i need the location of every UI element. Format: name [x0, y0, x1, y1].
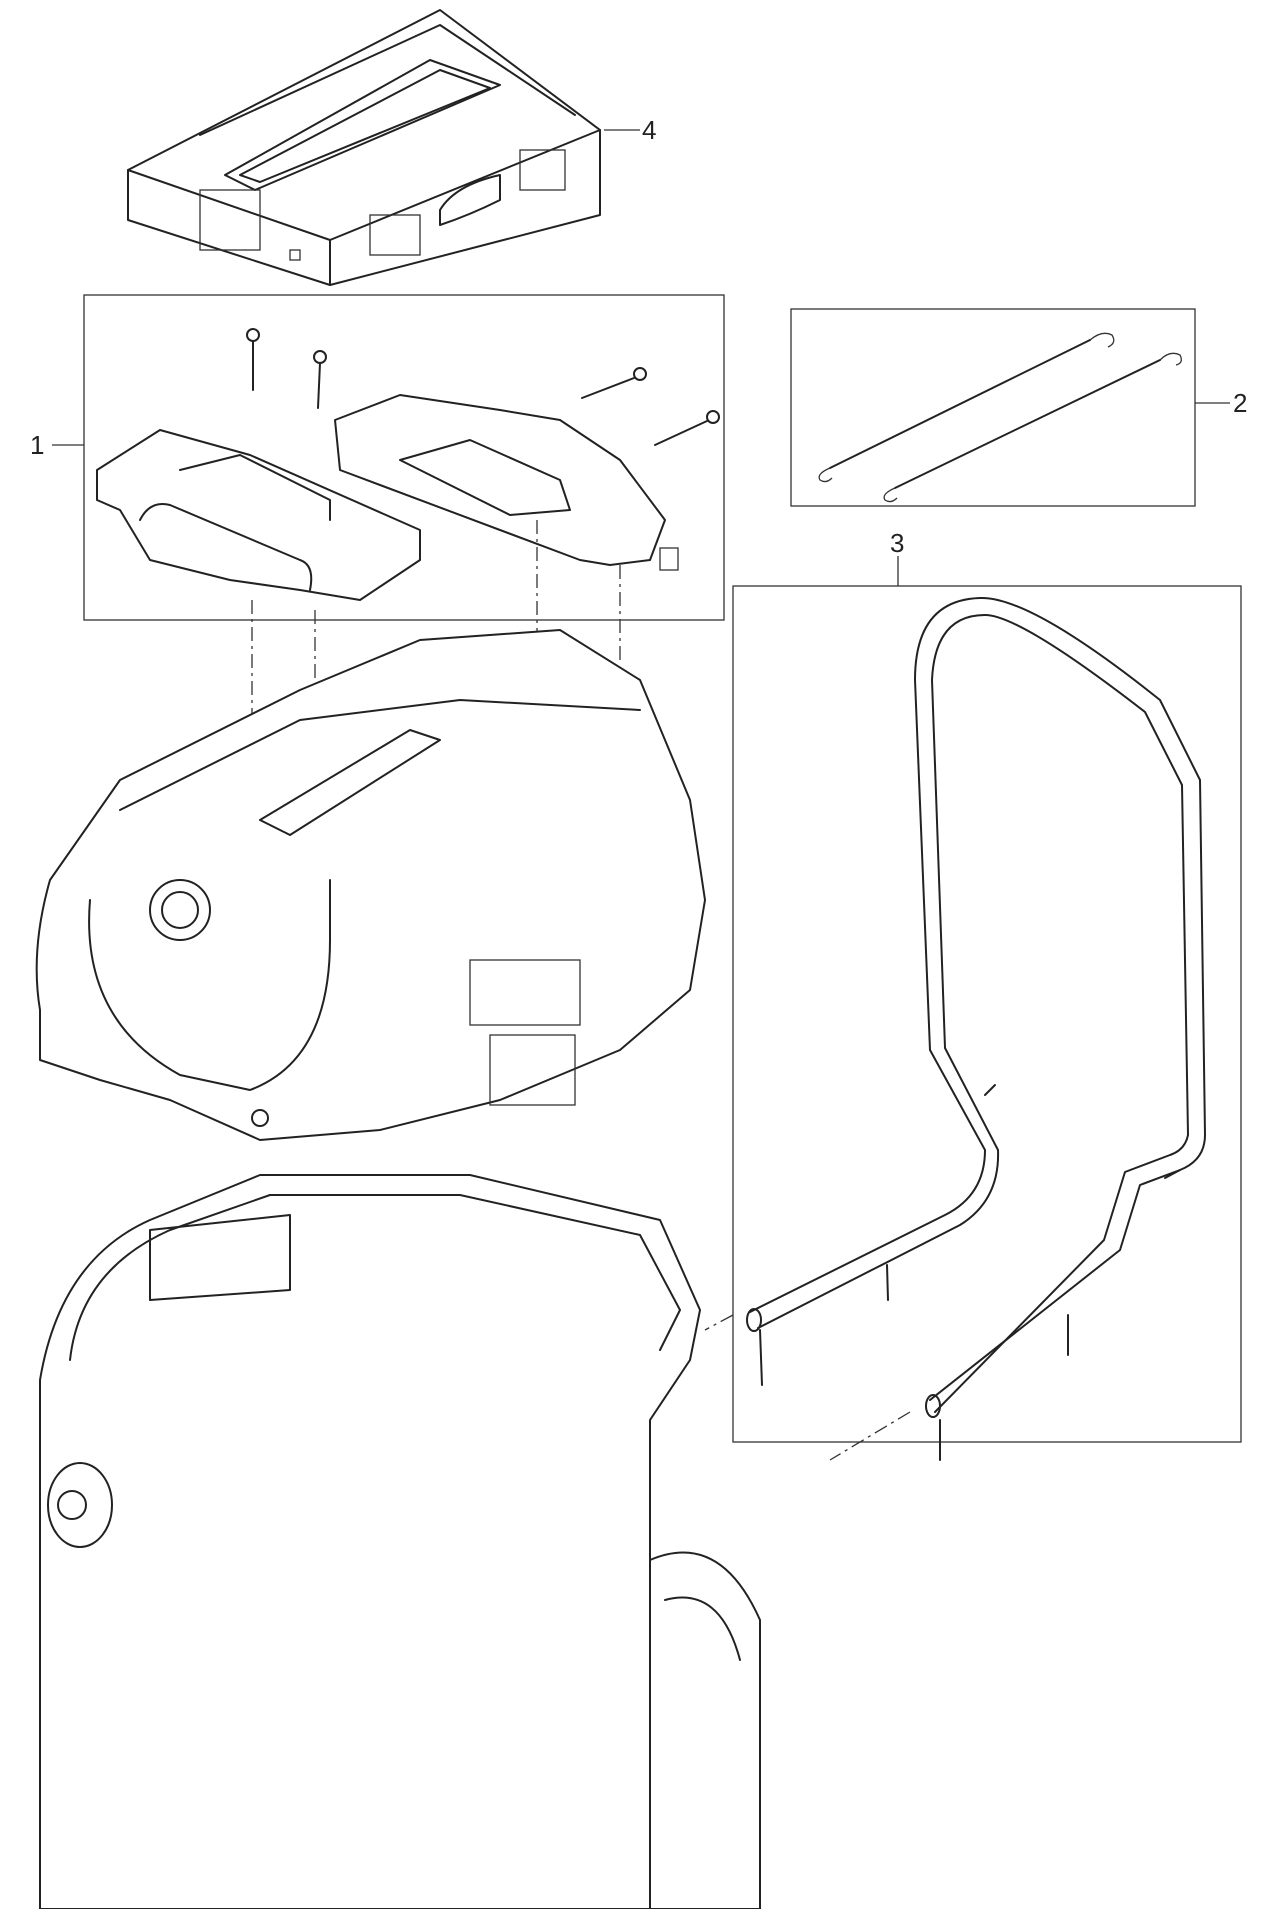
- vacuum-tank[interactable]: [39, 1174, 761, 1909]
- push-handle[interactable]: [746, 596, 1206, 1461]
- alignment-line: [704, 1314, 734, 1331]
- screw: [759, 1084, 1181, 1461]
- storage-case-part-4[interactable]: [127, 9, 601, 286]
- bungee-cords[interactable]: [818, 332, 1182, 503]
- kit-box-part-2: [790, 308, 1196, 507]
- screw: [246, 328, 720, 446]
- mounting-brackets[interactable]: [96, 328, 720, 601]
- callout-label-1: 1: [30, 430, 44, 460]
- callout-label-2: 2: [1233, 388, 1247, 418]
- callout-label-3: 3: [890, 528, 904, 558]
- kit-box-part-1: [83, 294, 725, 621]
- kit-box-part-3: [732, 585, 1242, 1443]
- alignment-line: [829, 1411, 911, 1461]
- callout-label-4: 4: [642, 115, 656, 145]
- vacuum-motor-head[interactable]: [35, 629, 706, 1141]
